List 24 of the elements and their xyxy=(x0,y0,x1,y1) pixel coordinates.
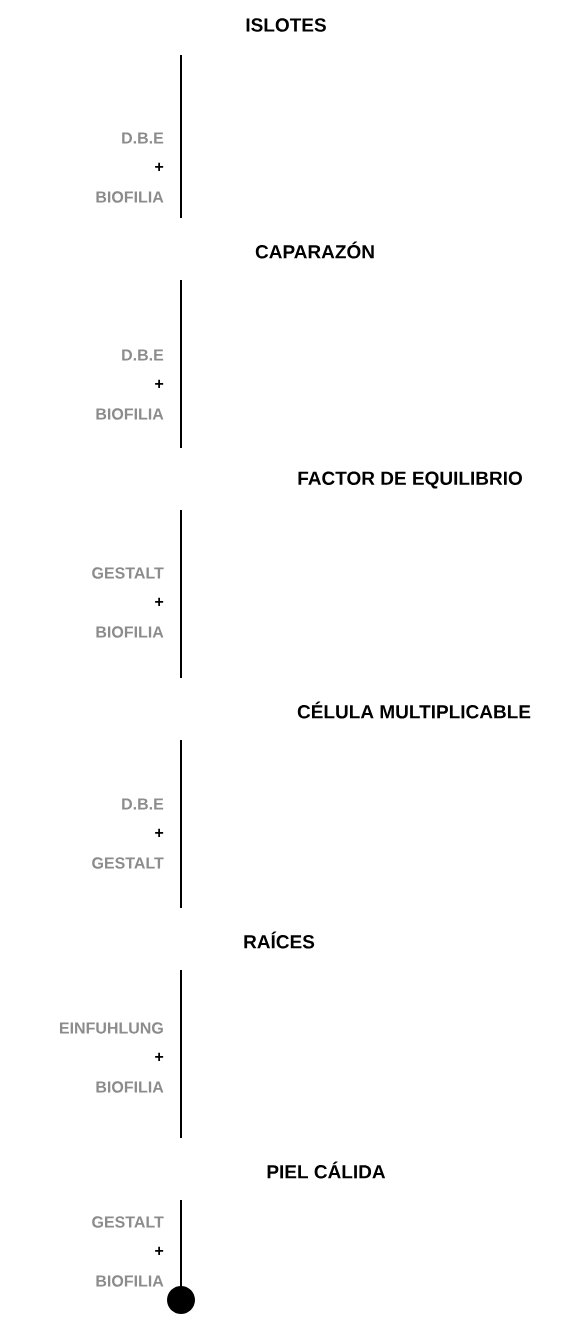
plus-sign: + xyxy=(155,828,164,837)
side-label: BIOFILIA xyxy=(96,626,164,638)
timeline-heading: ISLOTES xyxy=(246,18,326,32)
timeline-heading: CAPARAZÓN xyxy=(255,241,374,259)
side-label: BIOFILIA xyxy=(96,408,164,420)
side-label: GESTALT xyxy=(92,567,164,579)
plus-sign: + xyxy=(155,162,164,171)
plus-sign: + xyxy=(155,597,164,606)
side-label: EINFUHLUNG xyxy=(60,1022,163,1034)
side-label: D.B.E xyxy=(122,349,164,361)
timeline-heading: FACTOR DE EQUILIBRIO xyxy=(298,471,522,489)
side-label: GESTALT xyxy=(92,857,164,869)
timeline-heading: RAÍCES xyxy=(244,931,315,949)
side-label: BIOFILIA xyxy=(96,1275,164,1287)
side-label: GESTALT xyxy=(92,1216,164,1228)
plus-sign: + xyxy=(155,1246,164,1255)
side-label: BIOFILIA xyxy=(96,1081,164,1093)
timeline-heading: PIEL CÁLIDA xyxy=(267,1161,386,1179)
side-label: D.B.E xyxy=(122,798,164,810)
plus-sign: + xyxy=(155,379,164,388)
timeline-heading: CÉLULA MULTIPLICABLE xyxy=(297,701,531,719)
plus-sign: + xyxy=(155,1052,164,1061)
side-label: BIOFILIA xyxy=(96,191,164,203)
side-label: D.B.E xyxy=(122,132,164,144)
